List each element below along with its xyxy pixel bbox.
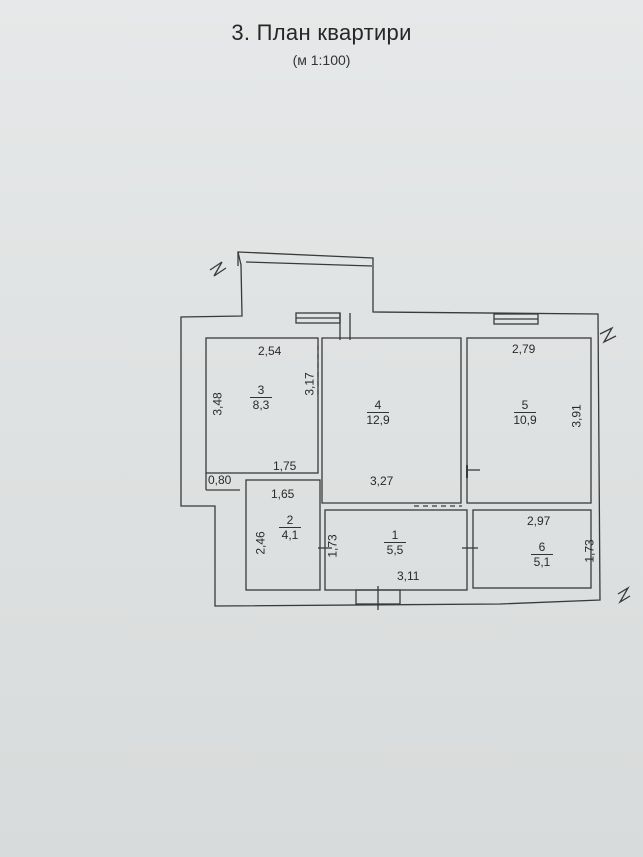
scale-label: (м 1:100) — [292, 52, 351, 68]
room-4 — [321, 337, 462, 504]
room-3 — [205, 337, 319, 474]
room-5 — [466, 337, 592, 504]
dim-room1-width: 3,11 — [397, 569, 420, 583]
room-1 — [324, 509, 468, 591]
dim-room5-width: 2,79 — [512, 342, 536, 356]
dim-offset-080: 0,80 — [208, 473, 232, 487]
dim-room1-173: 1,73 — [325, 534, 340, 558]
dim-room5-height: 3,91 — [569, 404, 584, 428]
dim-room3-height: 3,48 — [210, 392, 225, 416]
dim-wall-317: 3,17 — [302, 372, 317, 396]
room-6 — [472, 509, 592, 589]
outer-wall — [180, 251, 601, 607]
dim-room2-height: 2,46 — [253, 531, 268, 555]
room-2 — [245, 479, 321, 591]
dim-corridor-175: 1,75 — [273, 459, 297, 473]
dim-room4-327: 3,27 — [370, 474, 394, 488]
dim-room3-width: 2,54 — [258, 344, 282, 358]
dim-room2-width: 1,65 — [271, 487, 295, 501]
balcony — [237, 252, 373, 267]
dim-room6-height: 1,73 — [582, 539, 597, 563]
dim-room6-width: 2,97 — [527, 514, 551, 528]
page-title: 3. План квартири — [231, 20, 412, 45]
